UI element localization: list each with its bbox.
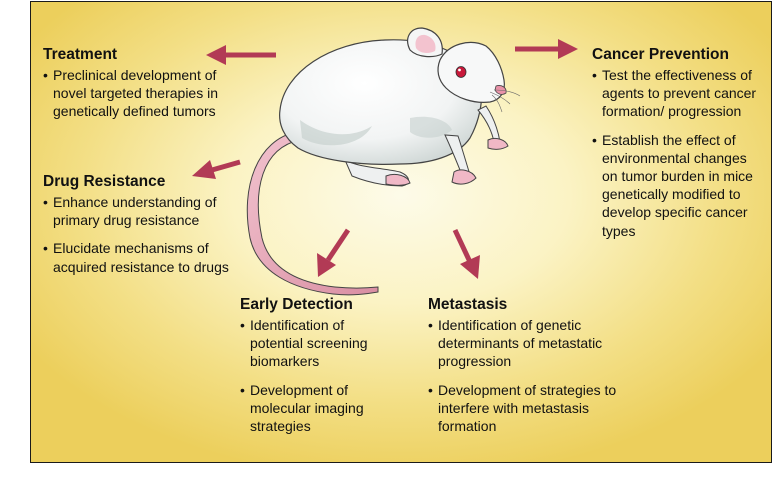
section-treatment: Treatment Preclinical development of nov… — [43, 45, 243, 131]
bullet-item: Preclinical development of novel targete… — [43, 66, 243, 121]
cancer-prevention-bullets: Test the effectiveness of agents to prev… — [592, 66, 764, 240]
bullet-item: Enhance understanding of primary drug re… — [43, 193, 233, 229]
treatment-bullets: Preclinical development of novel targete… — [43, 66, 243, 121]
mouse-icon — [246, 27, 521, 296]
arrows — [192, 39, 578, 279]
drug-resistance-heading: Drug Resistance — [43, 173, 166, 190]
arrow-to-drug-resistance — [192, 159, 241, 179]
metastasis-bullets: Identification of genetic determinants o… — [428, 316, 643, 435]
treatment-heading: Treatment — [43, 46, 118, 63]
section-early-detection: Early Detection Identification of potent… — [240, 295, 400, 445]
early-detection-heading: Early Detection — [240, 296, 353, 313]
arrow-to-cancer-prevention — [515, 39, 578, 59]
bullet-item: Elucidate mechanisms of acquired resista… — [43, 239, 233, 275]
arrow-to-metastasis — [452, 228, 480, 279]
bullet-item: Establish the effect of environmental ch… — [592, 131, 764, 240]
drug-resistance-bullets: Enhance understanding of primary drug re… — [43, 193, 233, 276]
bullet-item: Test the effectiveness of agents to prev… — [592, 66, 764, 121]
metastasis-heading: Metastasis — [428, 296, 508, 313]
cancer-prevention-heading: Cancer Prevention — [592, 46, 729, 63]
bullet-item: Identification of genetic determinants o… — [428, 316, 643, 371]
section-cancer-prevention: Cancer Prevention Test the effectiveness… — [592, 45, 764, 250]
early-detection-bullets: Identification of potential screening bi… — [240, 316, 400, 435]
arrow-to-treatment — [206, 45, 276, 65]
bullet-item: Development of molecular imaging strateg… — [240, 381, 400, 436]
bullet-item: Development of strategies to interfere w… — [428, 381, 643, 436]
bullet-item: Identification of potential screening bi… — [240, 316, 400, 371]
section-metastasis: Metastasis Identification of genetic det… — [428, 295, 643, 445]
section-drug-resistance: Drug Resistance Enhance understanding of… — [43, 172, 233, 286]
arrow-to-early-detection — [317, 228, 351, 277]
